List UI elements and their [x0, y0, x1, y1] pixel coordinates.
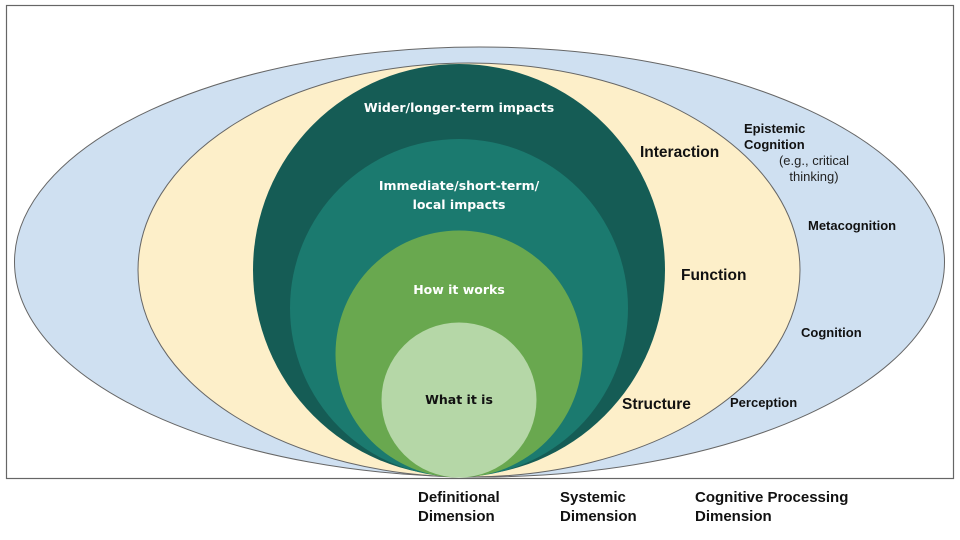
label-wider-impacts: Wider/longer-term impacts — [363, 100, 555, 115]
label-cognition: Cognition — [801, 325, 862, 340]
label-function: Function — [681, 267, 747, 284]
label-interaction: Interaction — [640, 144, 720, 161]
caption-definitional-dimension: Definitional Dimension — [418, 489, 500, 525]
label-structure: Structure — [622, 396, 691, 413]
caption-systemic-dimension: Systemic Dimension — [560, 489, 637, 525]
label-immediate-impacts: Immediate/short-term/ local impacts — [378, 178, 540, 212]
label-what-it-is: What it is — [425, 392, 493, 407]
caption-cognitive-processing-dimension: Cognitive Processing Dimension — [695, 489, 849, 525]
what-it-is-circle — [381, 322, 537, 478]
label-epistemic-cognition: Epistemic Cognition — [744, 121, 806, 152]
label-how-it-works: How it works — [413, 282, 505, 297]
label-metacognition: Metacognition — [808, 218, 897, 233]
label-epistemic-note: (e.g., critical thinking) — [778, 153, 850, 184]
label-perception: Perception — [730, 395, 798, 410]
